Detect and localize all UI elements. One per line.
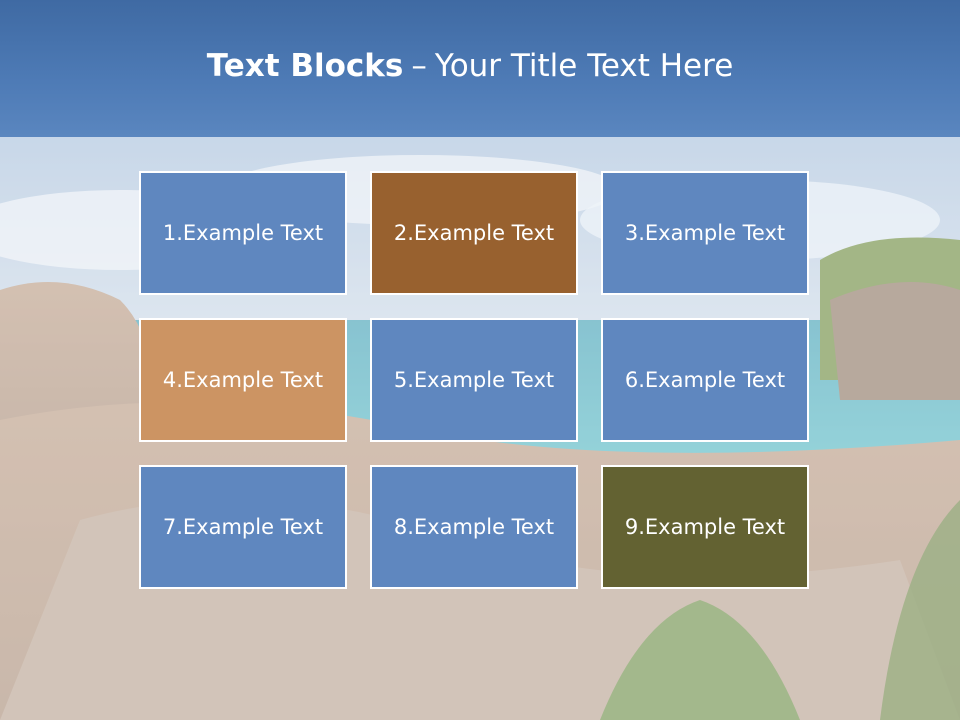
text-block-1[interactable]: 1.Example Text [139, 171, 347, 295]
text-block-8[interactable]: 8.Example Text [370, 465, 578, 589]
text-block-label: 9.Example Text [624, 515, 786, 539]
text-block-label: 7.Example Text [162, 515, 324, 539]
text-block-3[interactable]: 3.Example Text [601, 171, 809, 295]
text-block-label: 5.Example Text [393, 368, 555, 392]
text-block-5[interactable]: 5.Example Text [370, 318, 578, 442]
text-block-7[interactable]: 7.Example Text [139, 465, 347, 589]
text-block-label: 6.Example Text [624, 368, 786, 392]
text-block-4[interactable]: 4.Example Text [139, 318, 347, 442]
page-title: Text Blocks–Your Title Text Here [0, 48, 940, 84]
header-band [0, 0, 960, 137]
text-block-label: 1.Example Text [162, 221, 324, 245]
text-block-label: 4.Example Text [162, 368, 324, 392]
text-block-label: 3.Example Text [624, 221, 786, 245]
title-rest: Your Title Text Here [434, 48, 734, 84]
text-block-2[interactable]: 2.Example Text [370, 171, 578, 295]
title-bold: Text Blocks [206, 48, 404, 84]
text-block-label: 2.Example Text [393, 221, 555, 245]
text-block-6[interactable]: 6.Example Text [601, 318, 809, 442]
text-block-9[interactable]: 9.Example Text [601, 465, 809, 589]
title-separator: – [411, 48, 427, 84]
text-block-label: 8.Example Text [393, 515, 555, 539]
